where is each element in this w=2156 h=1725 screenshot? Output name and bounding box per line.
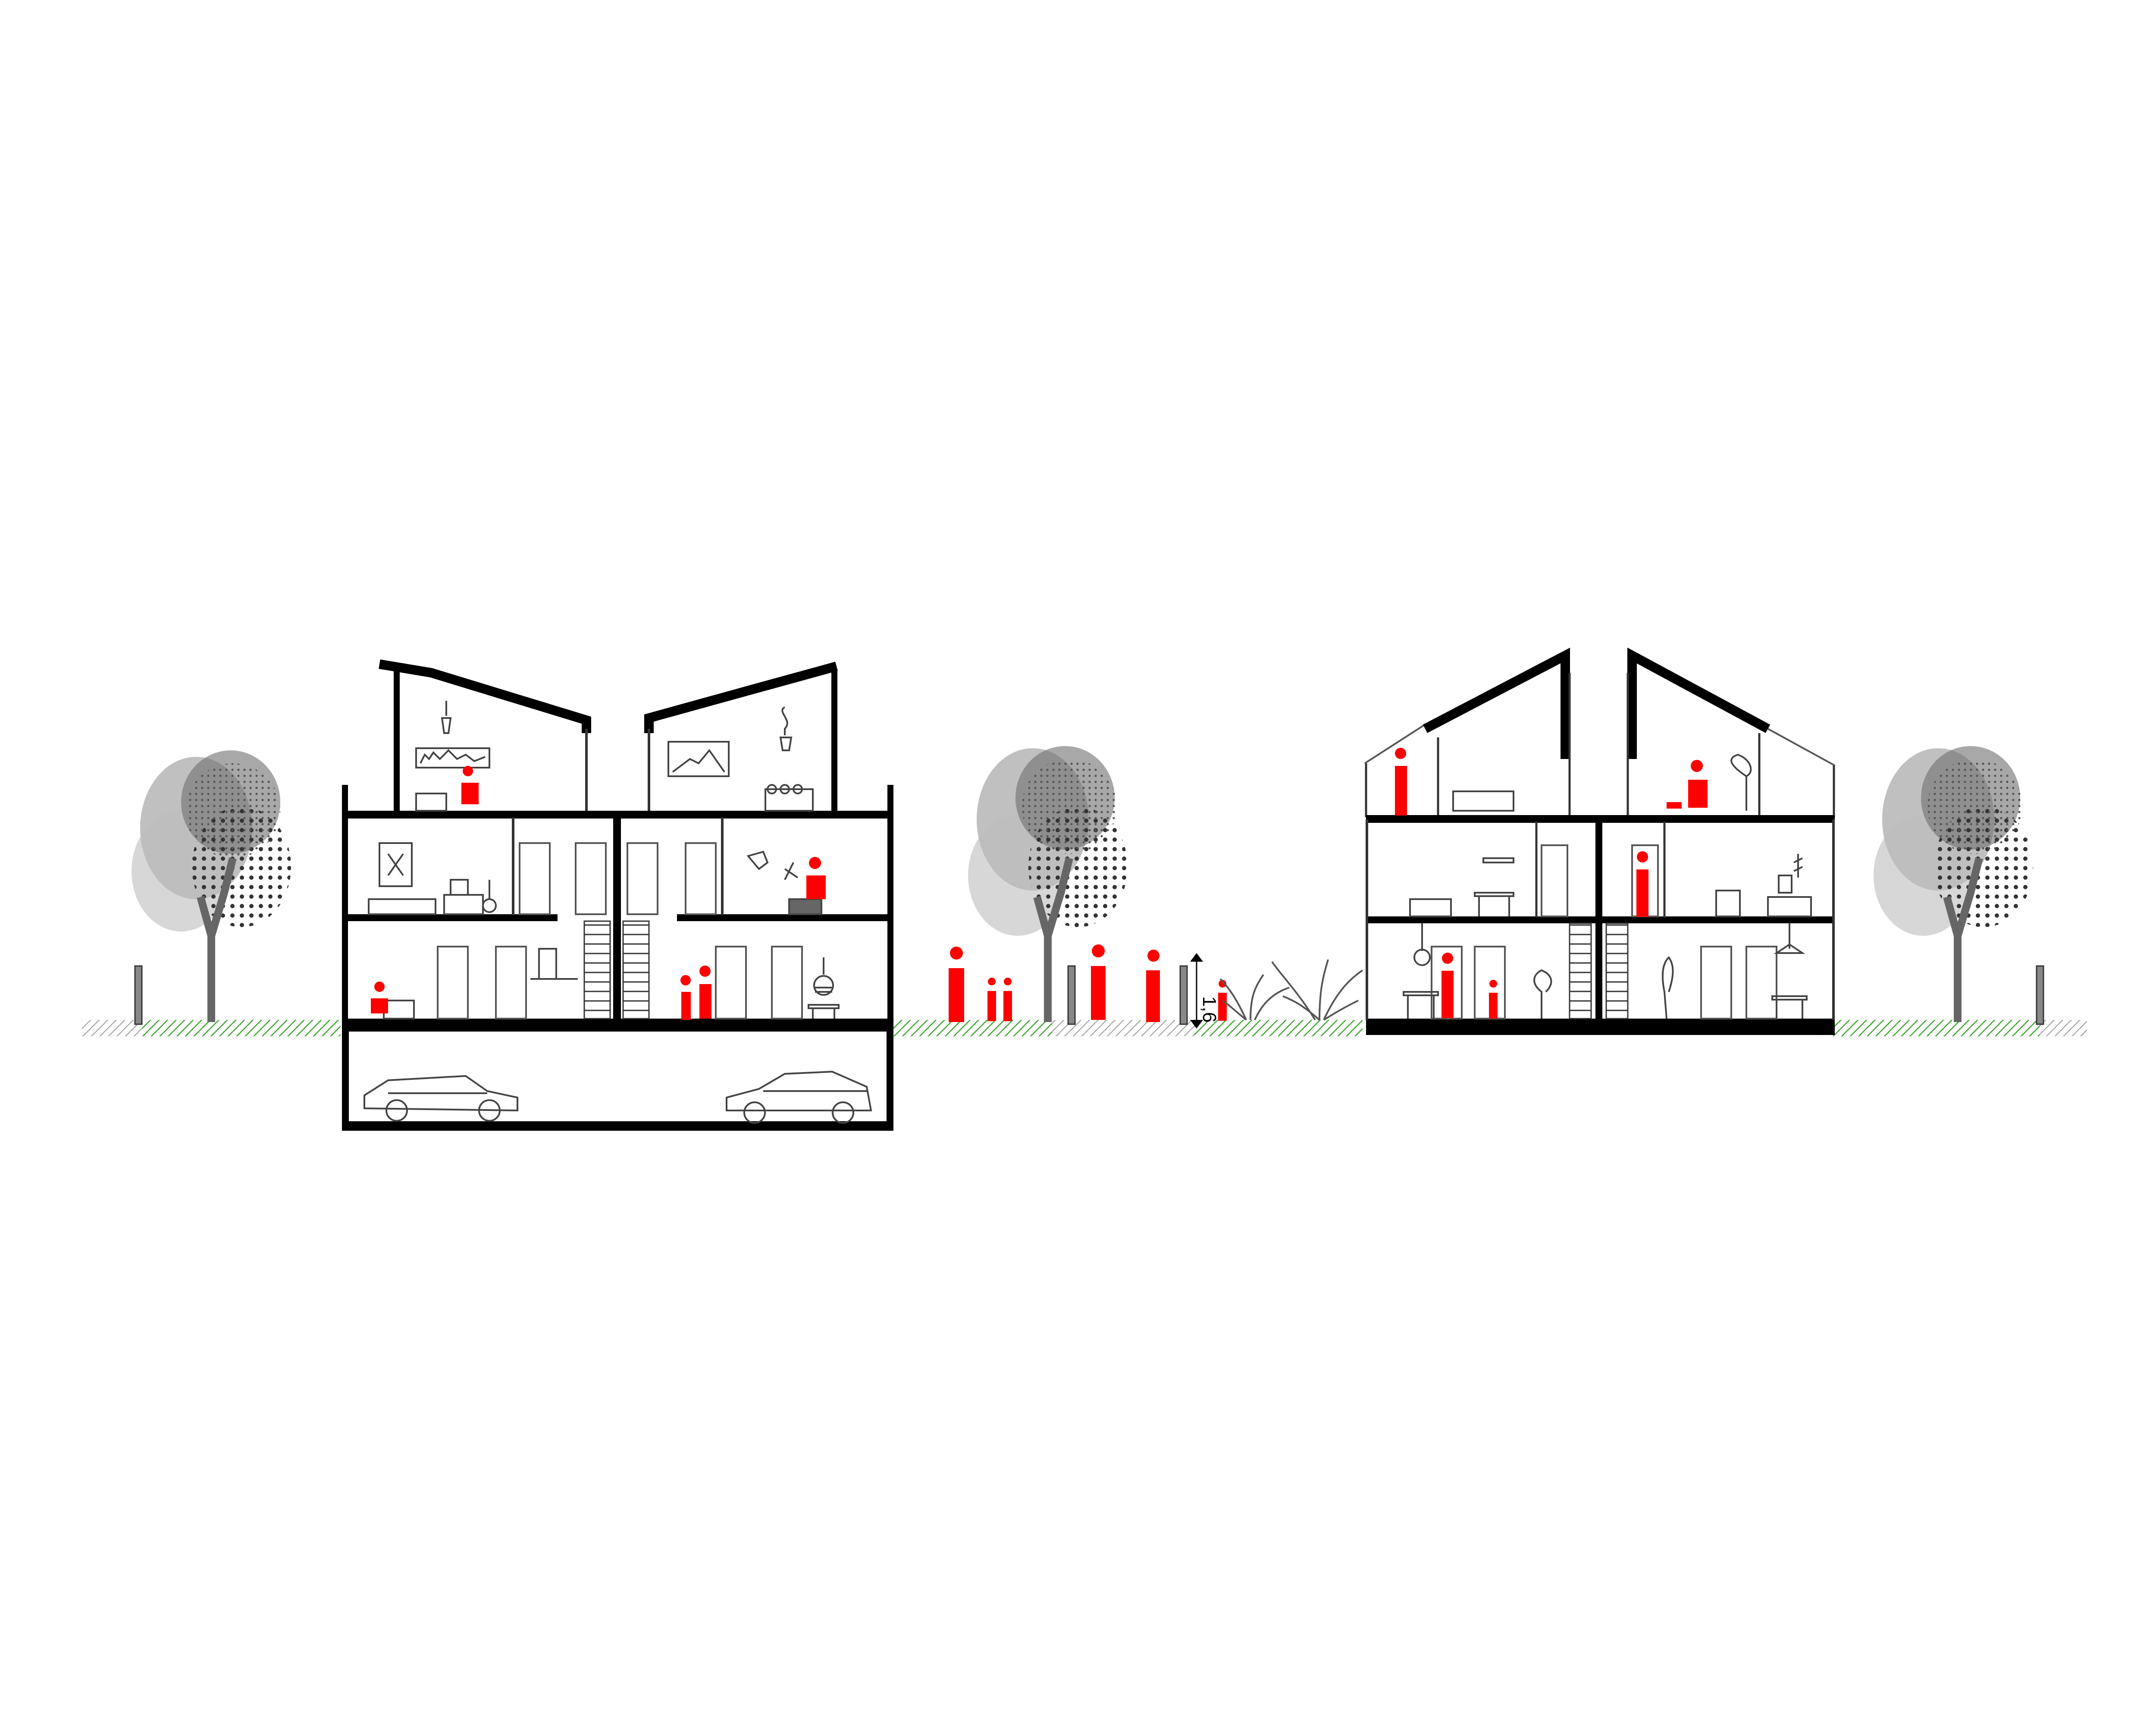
grass-strip-right <box>1833 1020 2040 1036</box>
dimension-label: 1,6 <box>1199 996 1220 1022</box>
left-building <box>342 659 893 1131</box>
right-building <box>1364 647 1835 1035</box>
tree-right <box>1874 746 2033 1022</box>
left-ground-furniture <box>383 948 840 1019</box>
people-right-building <box>1395 748 1708 1019</box>
person-red <box>987 978 996 1021</box>
stair-right-a <box>1569 922 1592 1019</box>
right-roof-left <box>1423 647 1570 759</box>
car-right <box>726 1070 872 1124</box>
fence-post <box>2036 965 2044 1025</box>
person-red <box>1218 980 1227 1021</box>
person-red <box>1636 851 1648 917</box>
person-red <box>949 947 964 1022</box>
fence-posts <box>134 965 2044 1025</box>
garage-right-wall <box>887 1032 893 1131</box>
tree-middle <box>968 746 1128 1022</box>
plants-street <box>1219 959 1363 1021</box>
person-red <box>1667 802 1682 809</box>
garage-left-wall <box>342 1032 349 1131</box>
person-red <box>461 766 479 804</box>
person-red <box>680 975 691 1020</box>
person-red <box>1003 978 1012 1021</box>
street-people <box>949 944 1227 1022</box>
car-left <box>364 1075 518 1122</box>
left-roof-left <box>379 659 591 733</box>
right-roof-thin-right <box>1767 728 1835 766</box>
right-roof-thin-left <box>1364 724 1426 764</box>
right-building-furniture <box>1403 753 1812 1019</box>
person-red <box>699 966 711 1019</box>
garage-floor <box>342 1121 893 1131</box>
left-floor-upper <box>342 914 558 921</box>
left-upper-furniture <box>368 842 822 915</box>
stair-right <box>622 920 650 1019</box>
ground-hatch-right-edge <box>2040 1020 2087 1036</box>
ground-hatch-middle <box>1052 1020 1194 1036</box>
fence-post <box>1067 965 1076 1025</box>
person-red <box>371 982 388 1013</box>
people-left-building <box>371 766 826 1020</box>
dimension-marker: 1,6 <box>1190 953 1220 1029</box>
ground-hatch-left-edge <box>82 1020 142 1036</box>
person-red <box>1688 760 1708 808</box>
left-roof-furniture <box>415 701 814 812</box>
person-red <box>1146 950 1160 1022</box>
left-floor-upper-right <box>677 914 893 921</box>
fence-post <box>1179 965 1188 1025</box>
ground-line <box>82 1020 2087 1036</box>
person-red <box>1489 980 1498 1019</box>
fence-post <box>134 965 143 1025</box>
right-roof-right <box>1627 647 1771 759</box>
stair-left <box>583 920 611 1019</box>
left-roof-right <box>644 662 838 733</box>
grass-strip-left <box>142 1020 341 1036</box>
tree-left <box>132 750 291 1022</box>
stair-right-b <box>1605 922 1629 1019</box>
person-red <box>1395 748 1407 815</box>
person-red <box>1442 953 1454 1018</box>
person-red <box>1091 944 1106 1020</box>
person-red <box>806 856 826 899</box>
